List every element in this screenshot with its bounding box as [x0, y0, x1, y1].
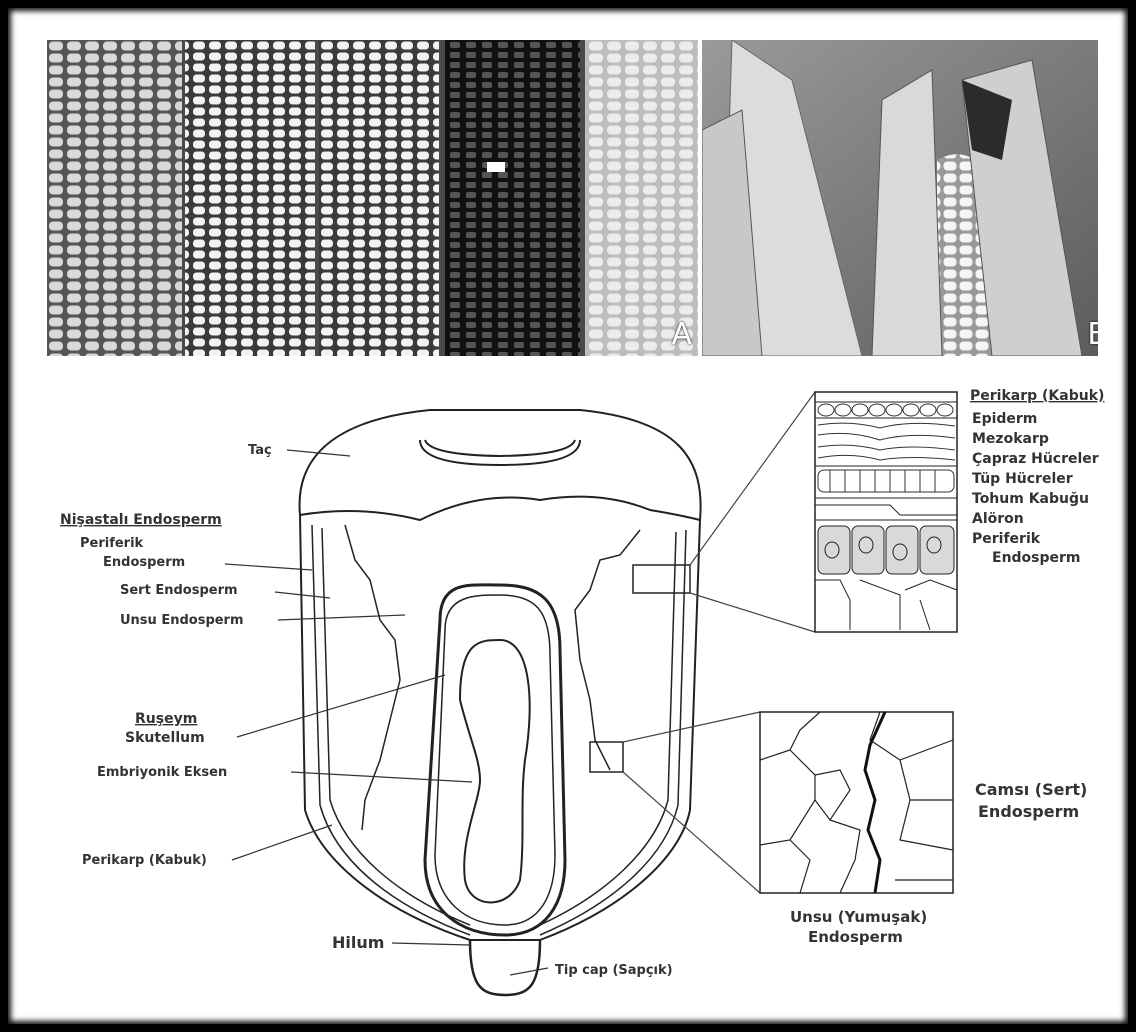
label-tac: Taç [248, 443, 272, 458]
label-unsu-yumusak: Unsu (Yumuşak) [790, 908, 927, 926]
embryo-axis [460, 640, 530, 903]
label-tip-cap: Tip cap (Sapçık) [555, 963, 673, 978]
label-perikarp-header: Perikarp (Kabuk) [970, 388, 1104, 404]
endosperm-zoom-panel [760, 712, 953, 893]
label-aloron: Alöron [972, 511, 1024, 527]
label-sert-endosperm: Sert Endosperm [120, 583, 238, 598]
label-mezokarp: Mezokarp [972, 431, 1049, 447]
label-periferik: Periferik [80, 536, 144, 551]
label-tup-hucreler: Tüp Hücreler [972, 471, 1073, 487]
label-periferik-right: Periferik [972, 531, 1041, 547]
tip-cap [470, 940, 540, 995]
label-camsi: Camsı (Sert) [975, 780, 1087, 799]
label-camsi-endosperm: Endosperm [978, 802, 1079, 821]
label-hilum: Hilum [332, 933, 384, 952]
label-perikarp-kabuk: Perikarp (Kabuk) [82, 853, 207, 868]
label-unsu-endosperm: Unsu Endosperm [120, 613, 244, 628]
label-tohum-kabugu: Tohum Kabuğu [972, 491, 1089, 507]
crown [300, 497, 700, 520]
kernel-outline [300, 410, 701, 940]
label-nisastali-header: Nişastalı Endosperm [60, 512, 222, 528]
label-periferik-endosperm: Endosperm [103, 555, 185, 570]
pericarp-zoom-panel [815, 392, 957, 632]
scutellum-outline [425, 585, 565, 935]
label-ruseym: Ruşeym [135, 711, 197, 727]
label-embriyonik-eksen: Embriyonik Eksen [97, 765, 227, 780]
pericarp-inset-box [633, 565, 690, 593]
label-epiderm: Epiderm [972, 411, 1037, 427]
label-endosperm-right: Endosperm [992, 550, 1081, 566]
label-capraz-hucreler: Çapraz Hücreler [972, 451, 1099, 467]
label-unsu-endosperm-zoom: Endosperm [808, 928, 903, 946]
endosperm-inset-box [590, 742, 623, 772]
label-skutellum: Skutellum [125, 730, 205, 746]
